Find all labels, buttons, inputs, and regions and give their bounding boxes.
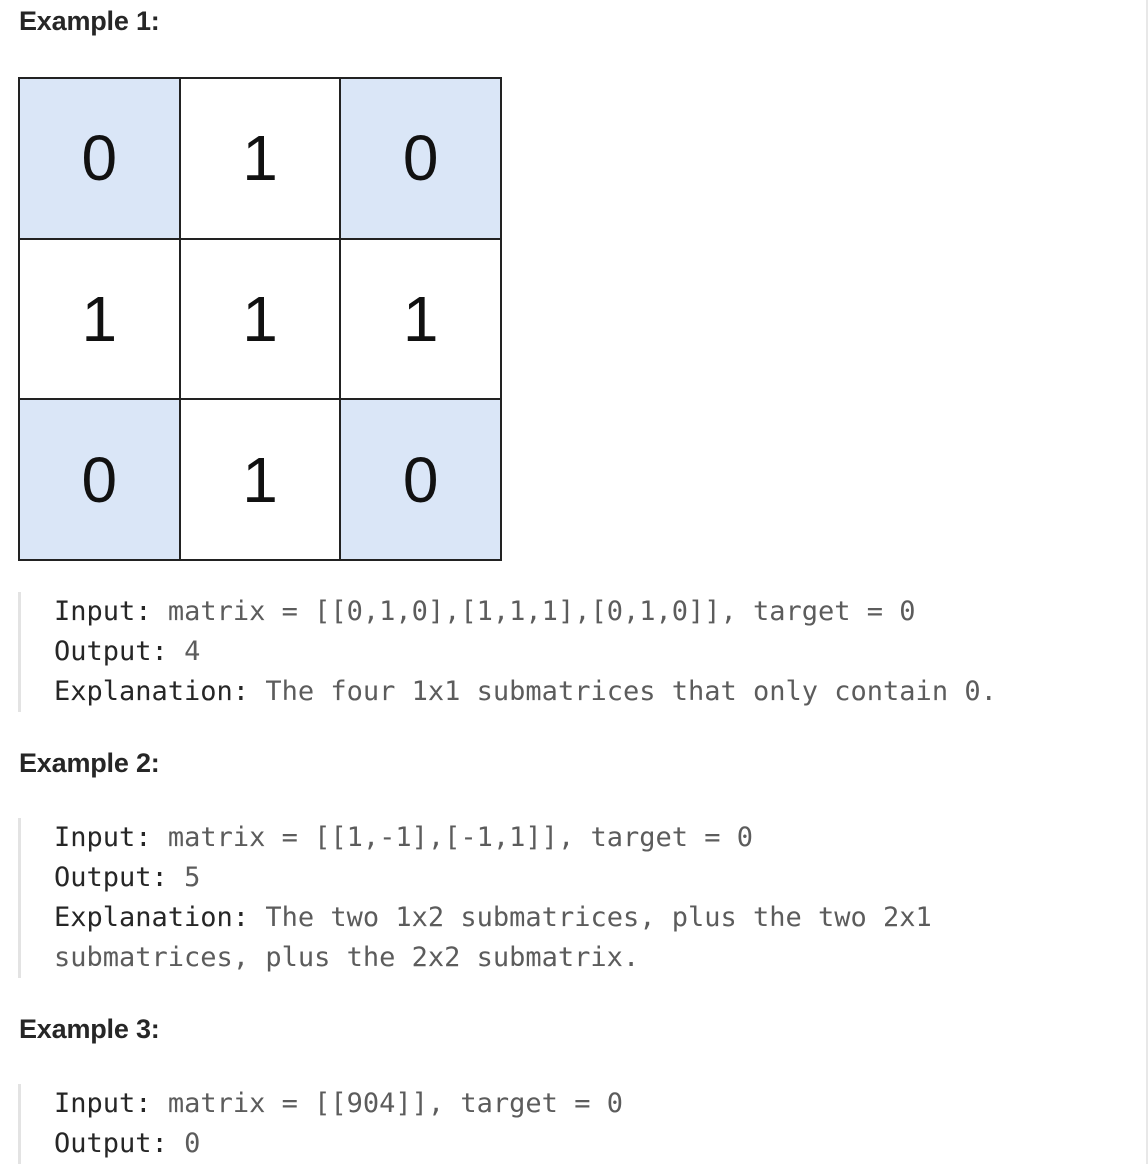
output-line: Output: 5 [54,858,1114,898]
input-label: Input: [54,596,152,627]
explanation-line: Explanation: The four 1x1 submatrices th… [54,672,1114,712]
input-line: Input: matrix = [[1,-1],[-1,1]], target … [54,818,1114,858]
explanation-line: Explanation: The two 1x2 submatrices, pl… [54,898,1114,978]
matrix-cell: 1 [180,79,340,238]
example-3-io-block: Input: matrix = [[904]], target = 0 Outp… [18,1084,1114,1164]
explanation-value: The two 1x2 submatrices, plus the two 2x… [54,902,949,973]
example-1-io-block: Input: matrix = [[0,1,0],[1,1,1],[0,1,0]… [18,592,1114,712]
matrix-cell: 0 [341,400,500,559]
input-label: Input: [54,1088,152,1119]
matrix-cell: 1 [341,239,500,399]
explanation-label: Explanation: [54,902,250,933]
output-value: 5 [184,862,201,893]
matrix-cell: 1 [180,400,340,559]
output-label: Output: [54,862,168,893]
example-3-heading: Example 3: [19,1014,160,1044]
output-line: Output: 0 [54,1124,1114,1164]
matrix-cell: 0 [20,400,179,559]
input-line: Input: matrix = [[904]], target = 0 [54,1084,1114,1124]
matrix-cell: 0 [341,79,500,238]
input-label: Input: [54,822,152,853]
explanation-label: Explanation: [54,676,250,707]
output-value: 0 [184,1128,201,1159]
input-value: matrix = [[0,1,0],[1,1,1],[0,1,0]], targ… [167,596,916,627]
input-value: matrix = [[904]], target = 0 [167,1088,623,1119]
output-value: 4 [184,636,201,667]
output-label: Output: [54,636,168,667]
explanation-value: The four 1x1 submatrices that only conta… [265,676,997,707]
output-label: Output: [54,1128,168,1159]
matrix-cell: 0 [20,79,179,238]
matrix-cell: 1 [20,239,179,399]
example-1-heading: Example 1: [19,6,160,36]
output-line: Output: 4 [54,632,1114,672]
input-value: matrix = [[1,-1],[-1,1]], target = 0 [167,822,754,853]
page-right-border [1146,0,1148,1164]
example-2-io-block: Input: matrix = [[1,-1],[-1,1]], target … [18,818,1114,978]
input-line: Input: matrix = [[0,1,0],[1,1,1],[0,1,0]… [54,592,1114,632]
matrix-cell: 1 [180,239,340,399]
example-1-matrix-figure: 0 1 0 1 1 1 0 1 0 [18,77,502,561]
example-2-heading: Example 2: [19,748,160,778]
